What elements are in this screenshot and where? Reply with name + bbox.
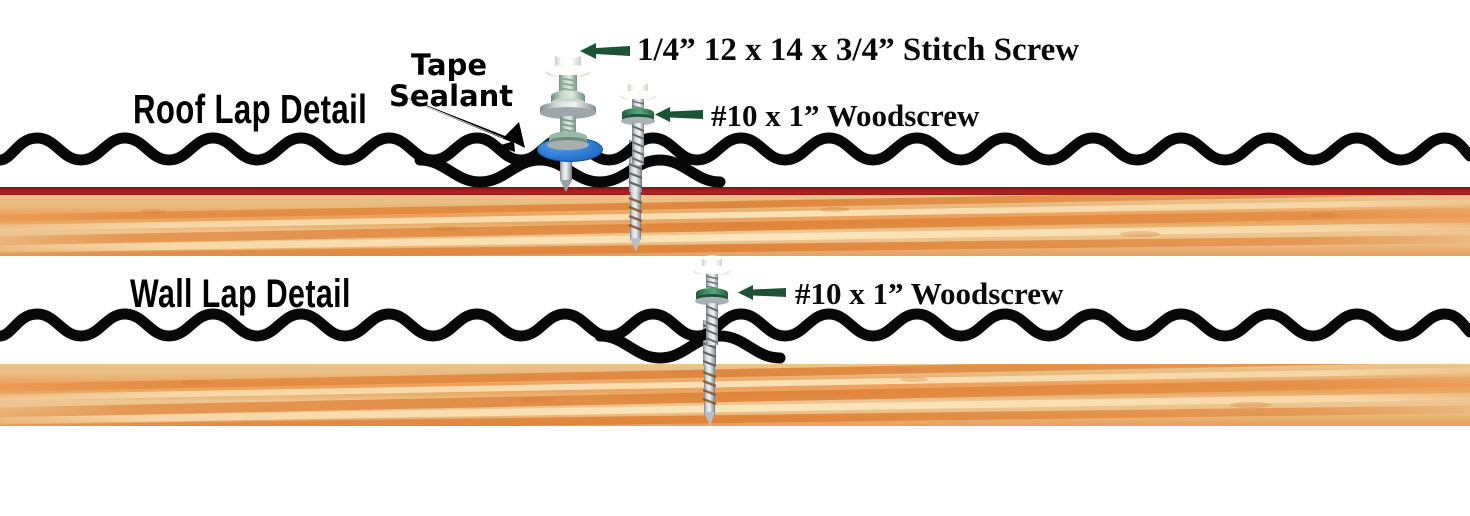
wood-fleck xyxy=(820,207,850,212)
wall-woodscrew-callout-arrow xyxy=(738,285,786,300)
wall-section-title: Wall Lap Detail xyxy=(130,272,351,316)
stitch-screw-fastener xyxy=(540,52,596,150)
wood-fleck xyxy=(1120,231,1160,237)
tape-sealant-pointer-arrow xyxy=(393,92,525,152)
wood-fleck xyxy=(900,377,928,382)
wall-woodscrew-callout-label: #10 x 1” Woodscrew xyxy=(795,276,1064,311)
tape-sealant-label: Tape Sealant xyxy=(389,48,514,114)
roof-section-title: Roof Lap Detail xyxy=(133,86,368,132)
wall-wood-substrate xyxy=(0,364,1470,426)
wood-fleck xyxy=(1230,402,1272,408)
tape-sealant-label-line1: Tape xyxy=(410,48,488,82)
roof-wood-substrate xyxy=(0,195,1470,256)
stitch-screw-callout-label: 1/4” 12 x 14 x 3/4” Stitch Screw xyxy=(637,32,1080,68)
stitch-screw-callout-arrow xyxy=(580,43,630,59)
roof-red-steel-band xyxy=(0,187,1470,197)
roof-woodscrew-callout-label: #10 x 1” Woodscrew xyxy=(711,98,980,133)
tape-sealant-label-line2: Sealant xyxy=(389,79,514,114)
wood-fleck xyxy=(180,380,210,385)
wall-upper-sheet xyxy=(0,308,1470,342)
wood-fleck xyxy=(140,209,166,214)
wood-fleck xyxy=(1310,213,1338,218)
wall-woodscrew-fastener xyxy=(694,255,730,345)
roof-woodscrew-fastener xyxy=(620,80,656,165)
wall-lower-sheet xyxy=(594,330,786,364)
roof-woodscrew-callout-arrow xyxy=(655,107,703,122)
wood-fleck xyxy=(520,397,556,403)
roof-upper-sheet xyxy=(0,132,1470,166)
wood-fleck xyxy=(430,226,464,231)
